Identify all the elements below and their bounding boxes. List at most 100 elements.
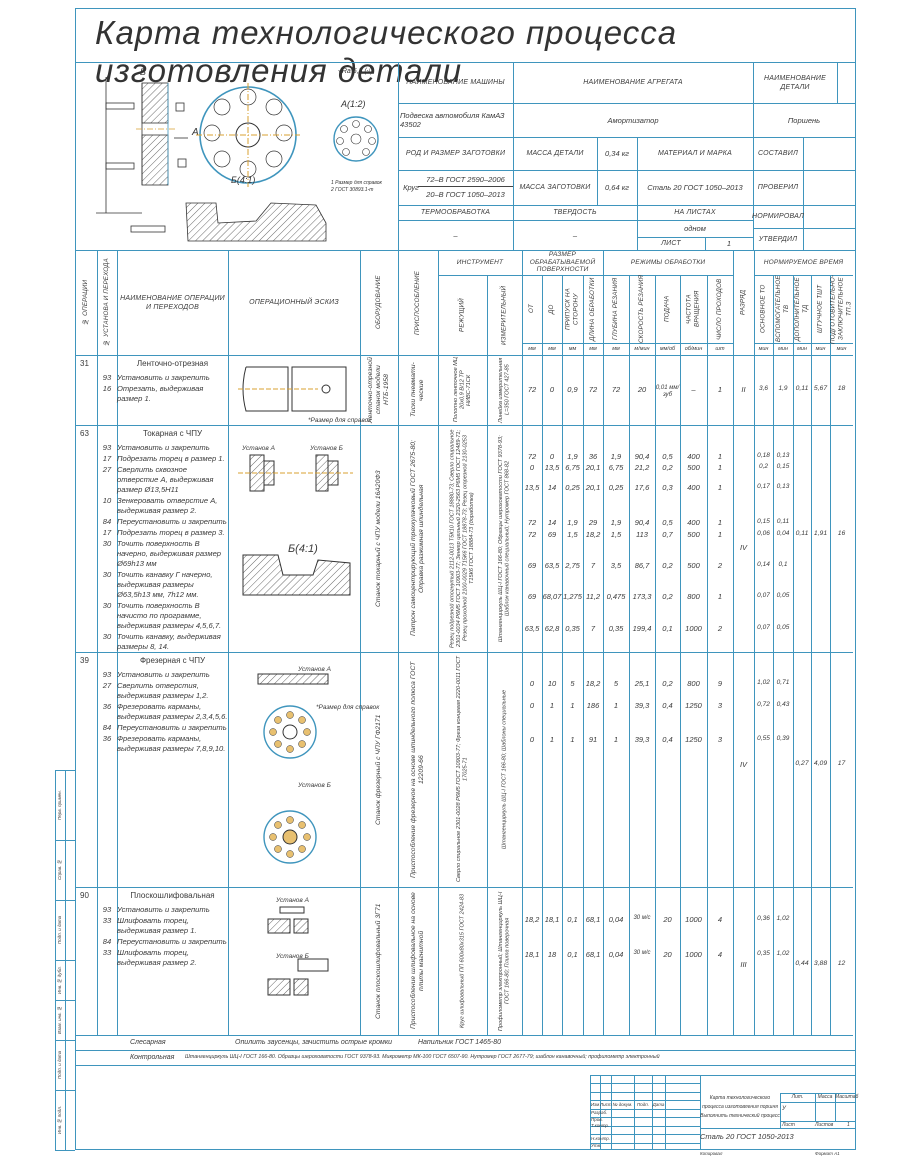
time-aux-value: 0,05	[776, 592, 790, 599]
blank-label: РОД И РАЗМЕР ЗАГОТОВКИ	[405, 150, 506, 157]
heat-label: ТЕРМООБРАБОТКА	[420, 209, 491, 216]
step-number: 30	[102, 570, 112, 579]
step-number: 30	[102, 539, 112, 548]
cutting-value: 36	[588, 452, 598, 461]
grid-line	[665, 1075, 666, 1150]
cutting-value: 199,4	[632, 624, 652, 633]
material-label: МАТЕРИАЛ И МАРКА	[658, 150, 732, 157]
grid-line	[75, 652, 853, 653]
cutting-value: 186	[586, 701, 600, 710]
grid-line	[793, 275, 794, 1035]
time-main-value: 0,72	[757, 701, 770, 708]
cutting-value: 18,2	[585, 530, 601, 539]
step-number: 17	[102, 528, 112, 537]
step-text: Подрезать торец в размер 3.	[117, 528, 225, 537]
cutting-value: 9	[717, 679, 723, 688]
sketch-label: Б(4:1)	[288, 543, 318, 555]
section-a-label: А(1:2)	[340, 99, 366, 109]
grid-line	[780, 1121, 856, 1122]
material-value: Сталь 20 ГОСТ 1050–2013	[647, 183, 743, 192]
composed-label: СОСТАВИЛ	[757, 150, 799, 157]
unit-label: мм	[612, 345, 620, 352]
grid-line	[522, 250, 523, 1035]
grid-line	[634, 1075, 635, 1150]
cutting-value: 69	[547, 530, 557, 539]
sketch-label: *Размер для справок	[316, 704, 380, 711]
step-text: Точить поверхность В начисто по программ…	[117, 601, 222, 630]
step-text: Сверлить сквозное отверстие А, выдержива…	[117, 465, 214, 494]
column-header-18: основное То	[759, 284, 767, 334]
grid-line	[117, 250, 118, 1035]
cutting-tool-cell: Резец подрезной отогнутый 2112-0013 Т5К1…	[449, 429, 476, 648]
mass-label: Масса	[817, 1094, 833, 1100]
cutting-value: 1,9	[567, 518, 578, 527]
grid-line	[55, 770, 75, 771]
grid-line	[597, 137, 598, 205]
operation-number: 31	[80, 359, 89, 368]
column-header-16: число проходов	[716, 278, 723, 340]
cutting-value: 1	[717, 530, 723, 539]
grid-line	[780, 1093, 856, 1094]
cutting-value: 400	[687, 483, 700, 492]
step-number: 33	[102, 948, 112, 957]
rank-value: III	[740, 960, 747, 969]
cutting-value: 72	[611, 385, 621, 394]
sketch-label: Установ А	[242, 445, 275, 452]
column-header-12: глубина резания	[612, 277, 619, 341]
hardness-value: –	[572, 230, 578, 240]
cutting-value: 1,5	[567, 530, 578, 539]
equipment-cell: Станок плоскошлифовальный 3Г71	[375, 903, 382, 1019]
operation-sketch	[238, 366, 347, 412]
cutting-value: 5	[570, 679, 575, 688]
grid-line	[754, 250, 755, 1035]
column-header-6: режущий	[458, 298, 466, 332]
cutting-value: 0,25	[608, 483, 624, 492]
cutting-value: 0,4	[662, 735, 673, 744]
grid-line	[603, 250, 604, 1035]
cutting-value: 1	[613, 701, 619, 710]
grid-line	[398, 137, 855, 138]
column-header-3: ОПЕРАЦИОННЫЙ ЭСКИЗ	[249, 299, 339, 306]
unit-label: мм	[548, 345, 556, 352]
cutting-value: 173,3	[632, 592, 652, 601]
grid-line	[700, 1075, 701, 1150]
document-title: процесса изготовления поршня	[702, 1104, 778, 1110]
column-header-13: скорость резания	[638, 274, 645, 343]
margin-stamp-label: Подп. и дата	[57, 915, 62, 945]
title-block-col: Лист	[600, 1102, 612, 1107]
grid-line	[590, 1134, 700, 1135]
step-text: Подрезать торец в размер 1.	[117, 454, 225, 463]
step-text: Переустановить и закрепить	[117, 517, 227, 526]
step-text: Отрезать, выдерживая размер 1.	[117, 384, 204, 403]
cutting-value: 6,75	[565, 463, 580, 472]
cutting-value: 1000	[685, 950, 702, 959]
aggregate-value: Амортизатор	[607, 115, 659, 125]
divider	[75, 62, 856, 63]
grid-line	[590, 1075, 856, 1076]
cutting-value: 0,7	[662, 530, 673, 539]
cutting-value: 68,1	[585, 950, 601, 959]
step-number: 16	[102, 384, 112, 393]
grid-line	[590, 1100, 700, 1101]
measuring-tool-cell: Профилометр электронный; Штангенциркуль …	[498, 891, 511, 1031]
cutting-value: 30 м/с	[633, 950, 651, 956]
time-main-value: 0,14	[757, 561, 770, 568]
cutting-value: 72	[588, 385, 598, 394]
time-main-value: 0,36	[757, 915, 770, 922]
time-tsht-value: 3,88	[813, 960, 828, 967]
time-td-value: 0,11	[795, 385, 809, 392]
step-text: Переустановить и закрепить	[117, 937, 227, 946]
step-number: 84	[102, 937, 112, 946]
column-header-10: припуск на сторону	[564, 288, 580, 330]
time-tsht-value: 4,09	[813, 760, 828, 767]
cutting-value: 25,1	[634, 679, 650, 688]
column-header-7: измерительный	[500, 285, 508, 345]
time-aux-value: 0,13	[776, 452, 790, 459]
cutting-value: 0,04	[608, 915, 624, 924]
time-main-value: 0,35	[757, 950, 770, 957]
measuring-tool-cell: Линейка измерительная L=350 ГОСТ 427-85	[498, 357, 511, 423]
cutting-value: 7	[590, 624, 596, 633]
column-header-19: вспомогательное Тв	[775, 275, 790, 343]
time-aux-value: 0,13	[776, 483, 790, 490]
cutting-value: 4	[717, 915, 723, 924]
